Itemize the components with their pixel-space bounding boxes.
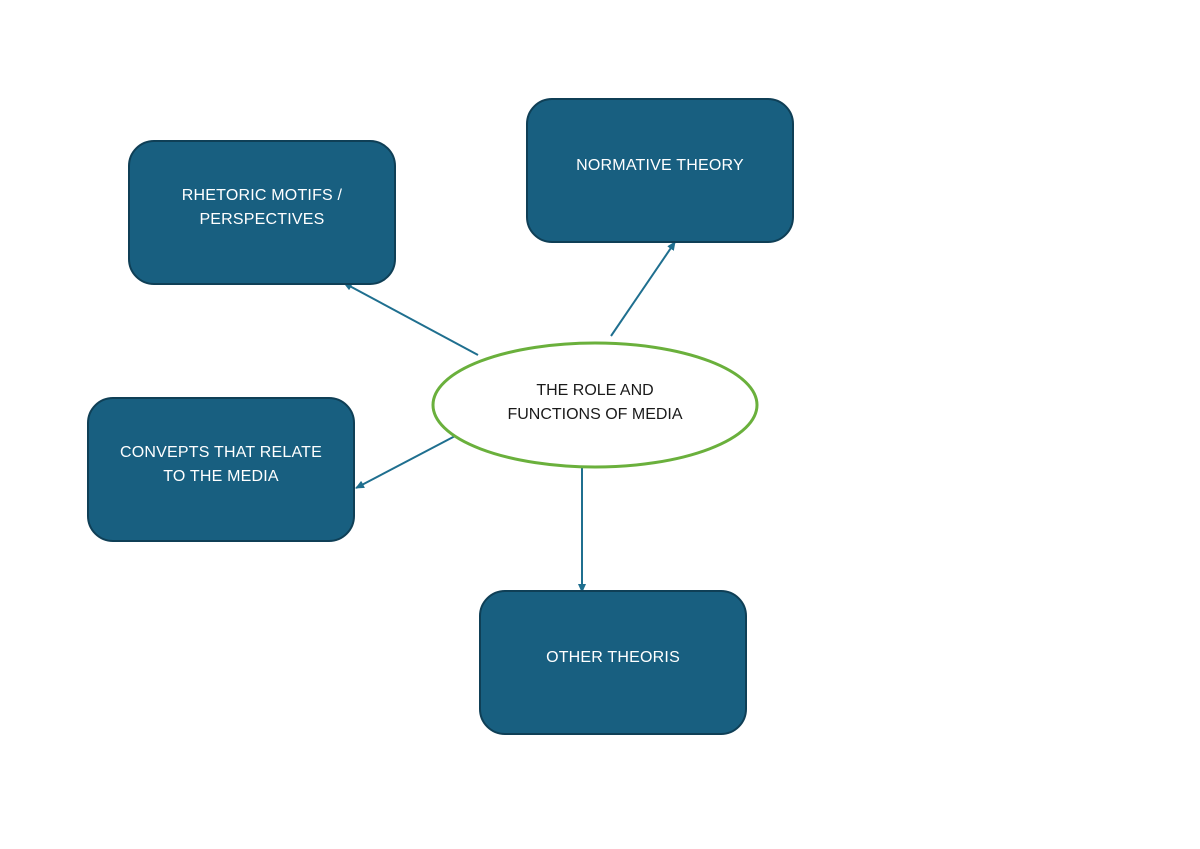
- arrow-to-rhetoric: [343, 282, 479, 356]
- arrow-to-concepts: [355, 434, 458, 489]
- node-rhetoric-motifs: RHETORIC MOTIFS / PERSPECTIVES: [128, 140, 396, 285]
- center-ellipse: [431, 341, 759, 469]
- node-normative-theory: NORMATIVE THEORY: [526, 98, 794, 243]
- node-concepts-media: CONVEPTS THAT RELATE TO THE MEDIA: [87, 397, 355, 542]
- center-topic-label: THE ROLE AND FUNCTIONS OF MEDIA: [507, 382, 683, 423]
- node-other-theories: OTHER THEORIS: [479, 590, 747, 735]
- arrow-to-normative: [610, 241, 676, 337]
